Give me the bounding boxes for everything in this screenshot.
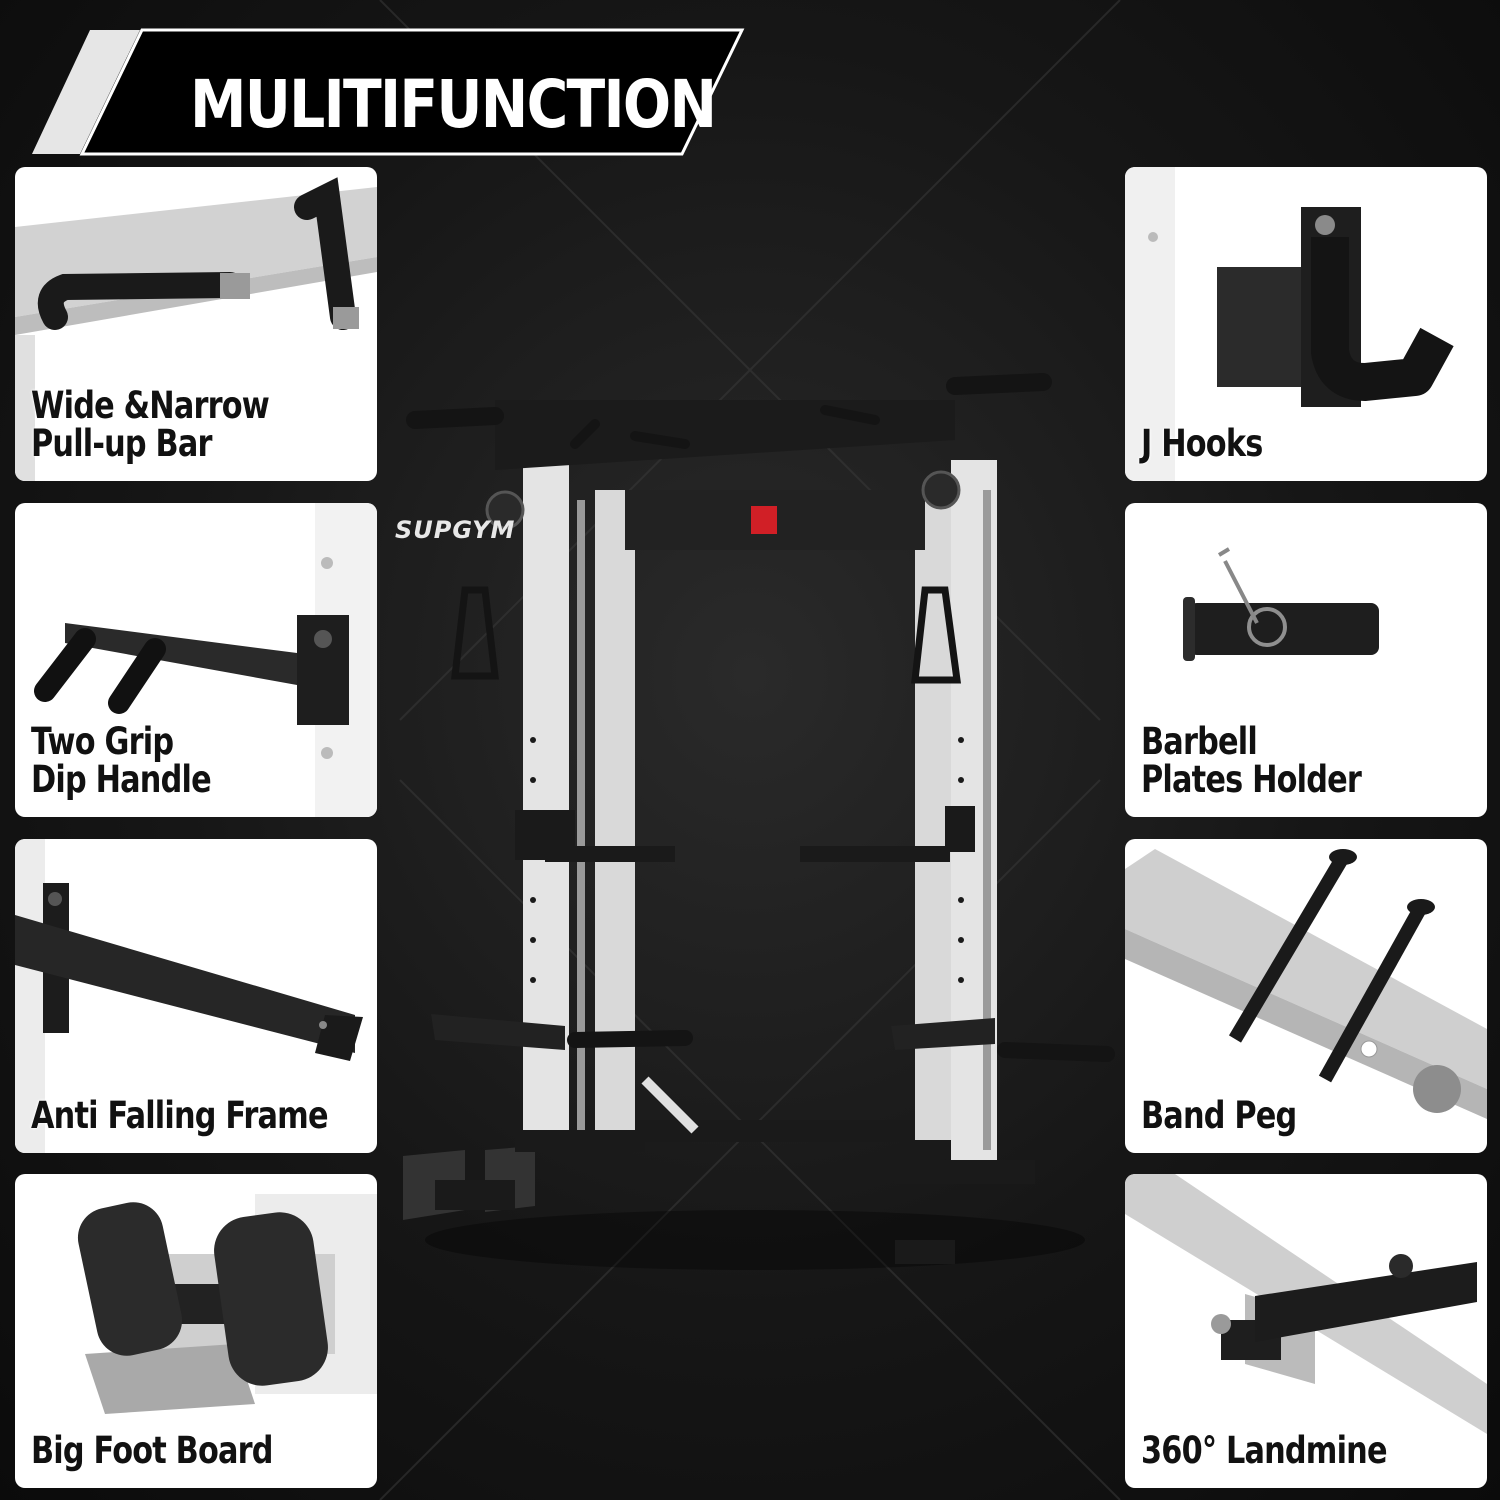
smith-machine-illustration xyxy=(403,373,1115,1270)
feature-card-pullup-bar: Wide &Narrow Pull-up Bar xyxy=(15,167,377,481)
pullup-bar-illustration xyxy=(15,177,377,481)
feature-label: Barbell Plates Holder xyxy=(1141,720,1362,801)
j-hooks-illustration xyxy=(1125,167,1454,481)
feature-card-big-foot-board: Big Foot Board xyxy=(15,1174,377,1488)
feature-card-band-peg: Band Peg xyxy=(1125,839,1487,1153)
foot-board-illustration xyxy=(77,1194,377,1414)
feature-label: Big Foot Board xyxy=(31,1429,274,1472)
feature-label: J Hooks xyxy=(1141,422,1263,465)
feature-label: Two Grip Dip Handle xyxy=(31,720,212,801)
page-title: MULITIFUNCTION xyxy=(190,66,717,143)
brand-logo-text: SUPGYM xyxy=(395,516,516,544)
feature-label: 360° Landmine xyxy=(1141,1429,1388,1472)
feature-card-j-hooks: J Hooks xyxy=(1125,167,1487,481)
feature-card-360-landmine: 360° Landmine xyxy=(1125,1174,1487,1488)
feature-label: Band Peg xyxy=(1141,1094,1297,1137)
feature-label: Wide &Narrow Pull-up Bar xyxy=(31,384,270,465)
landmine-illustration xyxy=(1125,1174,1487,1434)
title-banner: MULITIFUNCTION xyxy=(30,28,750,158)
band-peg-illustration xyxy=(1125,849,1487,1119)
anti-falling-frame-illustration xyxy=(15,839,363,1153)
feature-card-anti-falling-frame: Anti Falling Frame xyxy=(15,839,377,1153)
plates-holder-illustration xyxy=(1183,547,1379,661)
feature-card-dip-handle: Two Grip Dip Handle xyxy=(15,503,377,817)
dip-handle-illustration xyxy=(34,503,377,817)
feature-label: Anti Falling Frame xyxy=(31,1094,329,1137)
feature-card-barbell-plates-holder: Barbell Plates Holder xyxy=(1125,503,1487,817)
